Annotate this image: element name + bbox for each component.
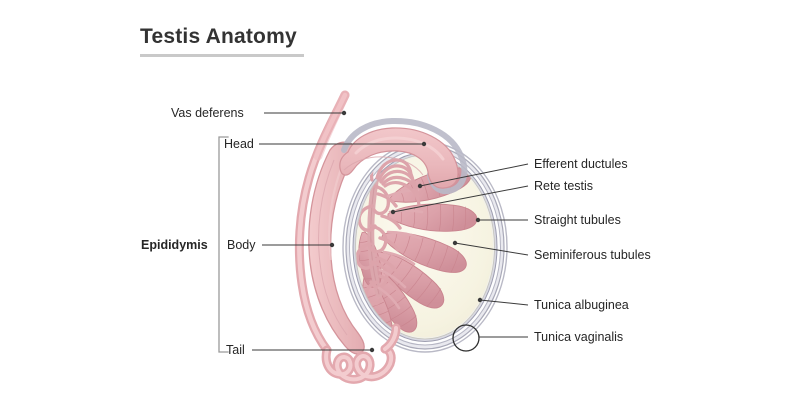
label-efferent-ductules: Efferent ductules: [534, 157, 628, 171]
efferent-ductules: [369, 157, 421, 207]
leader-lines-right: [390, 163, 529, 338]
epididymis-tail-highlight: [324, 347, 394, 382]
epididymis-bracket: [218, 136, 229, 353]
epididymis-head: [339, 117, 468, 195]
label-tail: Tail: [226, 343, 245, 357]
label-epididymis: Epididymis: [141, 238, 208, 252]
page-title-block: Testis Anatomy: [140, 24, 304, 57]
vas-deferens: [294, 90, 350, 355]
label-rete-testis: Rete testis: [534, 179, 594, 193]
label-body: Body: [227, 238, 256, 252]
title-underline: [140, 54, 304, 57]
label-seminiferous-tubules: Seminiferous tubules: [534, 248, 651, 262]
label-vas-deferens: Vas deferens: [171, 106, 244, 120]
label-tunica-vaginalis: Tunica vaginalis: [534, 330, 624, 344]
leader-lines-left: [252, 110, 427, 353]
label-straight-tubules: Straight tubules: [534, 213, 621, 227]
epididymis-tail-connector: [380, 323, 401, 354]
label-head: Head: [224, 137, 254, 151]
page-title: Testis Anatomy: [140, 25, 297, 48]
label-tunica-albuginea: Tunica albuginea: [534, 298, 629, 312]
tunica-vaginalis-marker-circle: [452, 324, 480, 352]
rete-testis-network: [356, 172, 424, 310]
